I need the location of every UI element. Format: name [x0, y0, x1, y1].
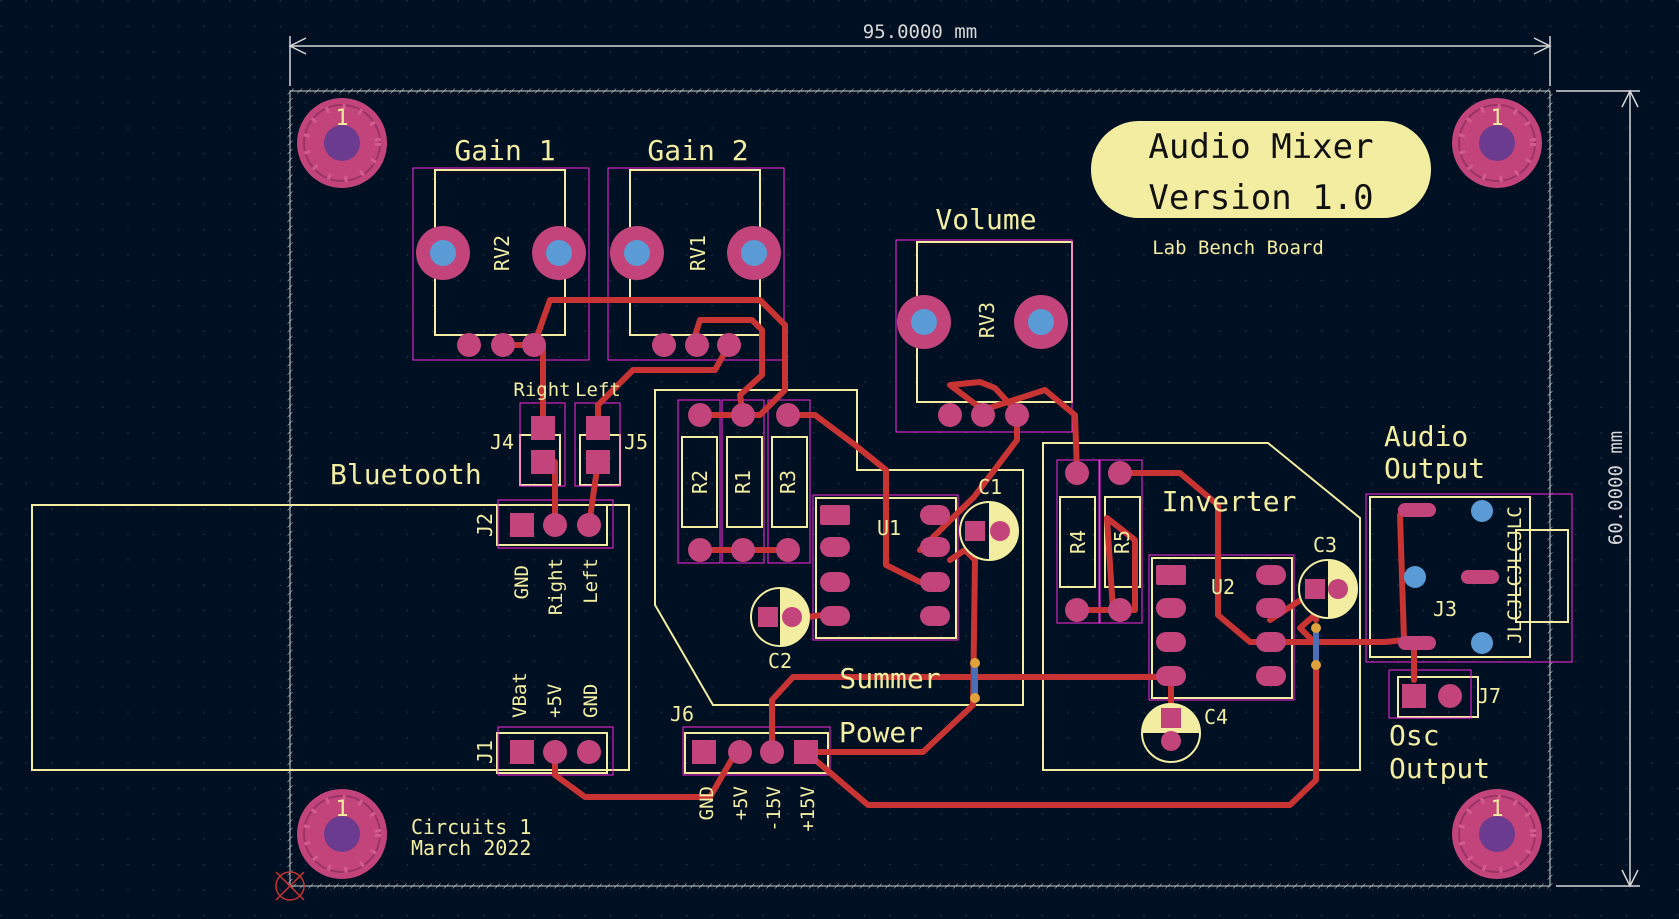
j1-pin-gnd: GND [580, 684, 602, 718]
title-logo-background [1091, 121, 1431, 218]
u2-ref: U2 [1211, 575, 1235, 599]
j1-ref: J1 [473, 740, 497, 764]
u1-ref: U1 [877, 516, 901, 540]
audio-jack-pads [1398, 500, 1499, 654]
j4-ref: J4 [490, 430, 514, 454]
c4-ref: C4 [1204, 705, 1228, 729]
r4-ref: R4 [1066, 530, 1090, 554]
c3-ref: C3 [1313, 533, 1337, 557]
volume-label: Volume [935, 203, 1036, 236]
subtitle: Lab Bench Board [1152, 237, 1324, 259]
bluetooth-module-outline [31, 504, 630, 771]
hole-number: 1 [335, 797, 348, 822]
gain2-label: Gain 2 [647, 134, 748, 167]
j1-pin-5v: +5V [544, 684, 566, 718]
mounting-holes [297, 98, 1542, 879]
u2-outline [1151, 557, 1293, 699]
r2-ref: R2 [688, 470, 712, 494]
j6-pin-gnd: GND [696, 786, 718, 820]
hole-number: 1 [1490, 797, 1503, 822]
j6-ref: J6 [670, 702, 694, 726]
r3-ref: R3 [776, 470, 800, 494]
summer-label: Summer [839, 662, 940, 695]
capacitors [750, 501, 1358, 763]
right-label: Right [513, 379, 570, 401]
title-line-1: Audio Mixer [1148, 127, 1373, 167]
audio-output-label-1: Audio [1384, 420, 1468, 453]
mounting-hole-icon [297, 98, 387, 188]
audio-output-label-2: Output [1384, 452, 1485, 485]
j6-pin-pos15v: +15V [797, 786, 819, 832]
jlc-marker: JLCJLCJLCJLC [1504, 506, 1526, 643]
left-label: Left [575, 379, 621, 401]
j5-ref: J5 [624, 430, 648, 454]
osc-output-label-2: Output [1389, 752, 1490, 785]
j3-ref: J3 [1433, 597, 1457, 621]
c1-ref: C1 [978, 475, 1002, 499]
j2-pin-left: Left [580, 558, 602, 604]
j3-outline [1369, 496, 1531, 658]
hole-number: 1 [1490, 106, 1503, 131]
gain1-label: Gain 1 [454, 134, 555, 167]
j2-pin-gnd: GND [511, 565, 533, 599]
pot-mount-pads [416, 226, 1068, 349]
inverter-label: Inverter [1162, 485, 1297, 518]
r5-ref: R5 [1110, 530, 1134, 554]
j2-ref: J2 [473, 513, 497, 537]
rv1-ref: RV1 [686, 235, 710, 271]
origin-marker-icon [275, 871, 305, 901]
ic-pads [820, 505, 1286, 686]
power-label: Power [839, 716, 923, 749]
c2-ref: C2 [768, 649, 792, 673]
mounting-hole-icon [1452, 98, 1542, 188]
height-dimension [1556, 89, 1640, 888]
j6-pin-5v: +5V [730, 786, 752, 820]
height-dimension-label: 60.0000 mm [1605, 431, 1627, 545]
rv2-ref: RV2 [490, 235, 514, 271]
width-dimension-label: 95.0000 mm [863, 21, 977, 43]
j2-pin-right: Right [545, 558, 567, 615]
footer-line-2: March 2022 [411, 836, 531, 860]
mounting-hole-icon [297, 789, 387, 879]
osc-output-label-1: Osc [1389, 719, 1440, 752]
title-line-2: Version 1.0 [1148, 178, 1373, 218]
width-dimension [288, 36, 1552, 86]
summer-section-outline [654, 389, 1024, 706]
mounting-hole-icon [1452, 789, 1542, 879]
j7-ref: J7 [1477, 684, 1501, 708]
bluetooth-label: Bluetooth [330, 458, 482, 491]
tht-pads [457, 333, 1462, 764]
board-outline [287, 88, 1553, 889]
hole-number: 1 [335, 106, 348, 131]
footer-line-1: Circuits 1 [411, 815, 531, 839]
rv3-ref: RV3 [975, 302, 999, 338]
j6-pin-neg15v: -15V [763, 786, 785, 832]
r1-ref: R1 [731, 470, 755, 494]
j1-pin-vbat: VBat [509, 672, 531, 718]
